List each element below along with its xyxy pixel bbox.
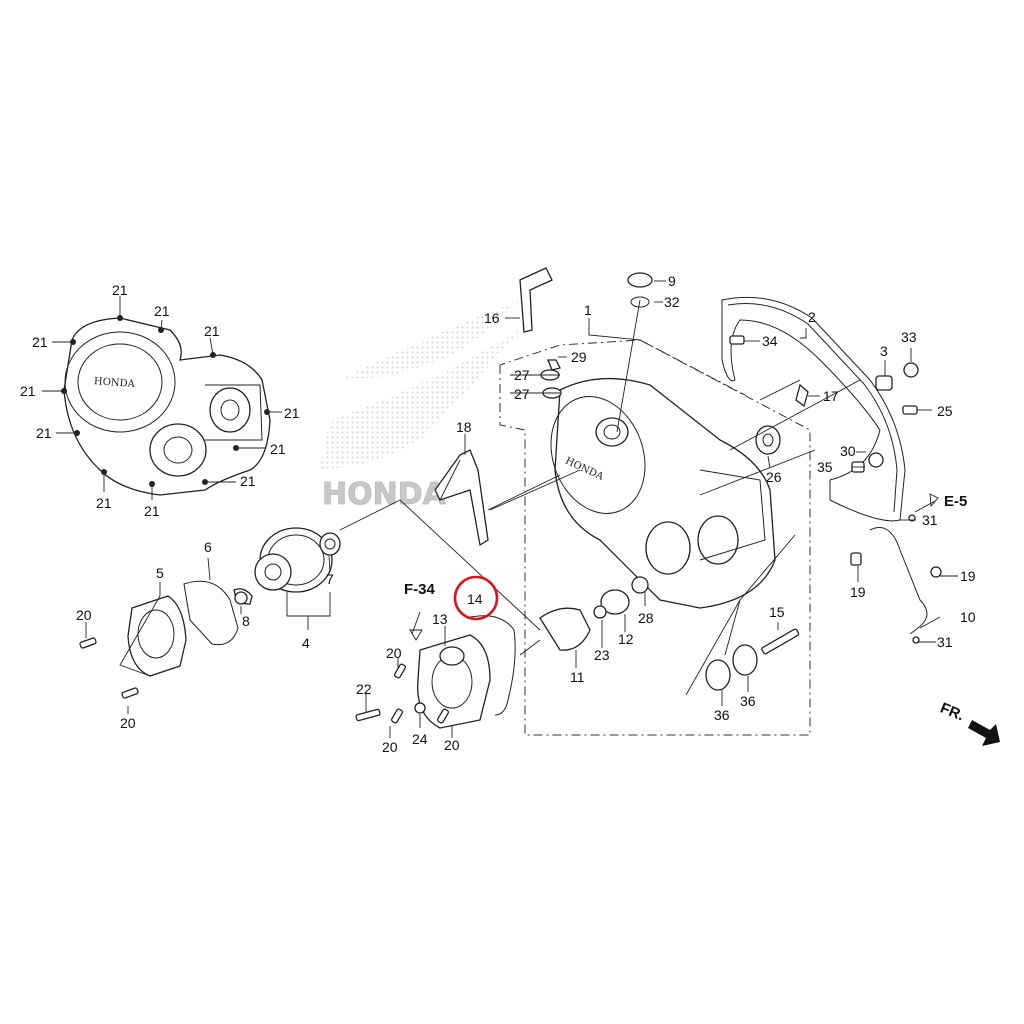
callout-19: 19	[850, 584, 866, 600]
callout-27: 27	[514, 367, 530, 383]
oil-pipe	[869, 514, 942, 644]
callout-labels: 21 21 21 21 21 21 21 21 21 21 21 1 2 3 4…	[20, 273, 976, 755]
oil-filter	[254, 527, 341, 593]
small-hardware	[79, 335, 919, 724]
callout-36: 36	[740, 693, 756, 709]
callout-21: 21	[284, 405, 300, 421]
cover-brand-text: HONDA	[94, 376, 136, 390]
callout-21: 21	[240, 473, 256, 489]
bearings	[705, 425, 781, 691]
callout-20: 20	[386, 645, 402, 661]
callout-11: 11	[570, 669, 585, 685]
callout-25: 25	[937, 403, 953, 419]
callout-34: 34	[762, 333, 778, 349]
callout-21: 21	[96, 495, 112, 511]
callout-10: 10	[960, 609, 976, 625]
callout-2: 2	[808, 309, 816, 325]
leader-lines	[42, 280, 958, 738]
callout-14: 14	[467, 591, 483, 607]
callout-5: 5	[156, 565, 164, 581]
filler-cap	[627, 272, 653, 308]
callout-32: 32	[664, 294, 680, 310]
callout-20: 20	[382, 739, 398, 755]
fr-label: FR.	[938, 700, 967, 725]
callout-33: 33	[901, 329, 917, 345]
callout-21: 21	[32, 334, 48, 350]
callout-13: 13	[432, 611, 448, 627]
callout-17: 17	[823, 388, 839, 404]
callout-8: 8	[242, 613, 250, 629]
callout-26: 26	[766, 469, 782, 485]
bolt-markers	[61, 315, 270, 487]
callout-21: 21	[20, 383, 36, 399]
callout-31: 31	[937, 634, 953, 650]
watermark-wing: HONDA	[320, 300, 520, 512]
water-pump-cover	[417, 576, 649, 729]
callout-24: 24	[412, 731, 428, 747]
left-crankcase-cover: HONDA	[61, 315, 271, 496]
assembly-frame	[499, 339, 811, 736]
callout-20: 20	[120, 715, 136, 731]
callout-1: 1	[584, 302, 592, 318]
reference-e5: E-5	[944, 493, 967, 510]
callout-31: 31	[922, 512, 938, 528]
watermark-text: HONDA	[322, 477, 447, 512]
filter-cover	[127, 580, 253, 677]
right-crankcase-cover: HONDA	[550, 377, 776, 609]
callout-9: 9	[668, 273, 676, 289]
callout-21: 21	[204, 323, 220, 339]
lever-arm	[434, 267, 553, 547]
callout-35: 35	[817, 459, 833, 475]
callout-7: 7	[326, 571, 334, 587]
callout-30: 30	[840, 443, 856, 459]
callout-15: 15	[769, 604, 785, 620]
front-direction-indicator: FR.	[938, 700, 1000, 746]
callout-22: 22	[356, 681, 372, 697]
callout-21: 21	[112, 282, 128, 298]
callout-20: 20	[444, 737, 460, 753]
callout-21: 21	[270, 441, 286, 457]
callout-27: 27	[514, 386, 530, 402]
callout-18: 18	[456, 419, 472, 435]
reference-f34: F-34	[404, 581, 436, 598]
gasket	[721, 296, 906, 522]
callout-16: 16	[484, 310, 500, 326]
callout-6: 6	[204, 539, 212, 555]
callout-20: 20	[76, 607, 92, 623]
fr-arrow-icon	[968, 720, 1000, 746]
callout-21: 21	[144, 503, 160, 519]
callout-23: 23	[594, 647, 610, 663]
callout-21: 21	[154, 303, 170, 319]
callout-3: 3	[880, 343, 888, 359]
callout-21: 21	[36, 425, 52, 441]
callout-29: 29	[571, 349, 587, 365]
callout-36: 36	[714, 707, 730, 723]
callout-4: 4	[302, 635, 310, 651]
callout-19: 19	[960, 568, 976, 584]
callout-28: 28	[638, 610, 654, 626]
highlight-circle	[453, 575, 499, 621]
callout-12: 12	[618, 631, 634, 647]
